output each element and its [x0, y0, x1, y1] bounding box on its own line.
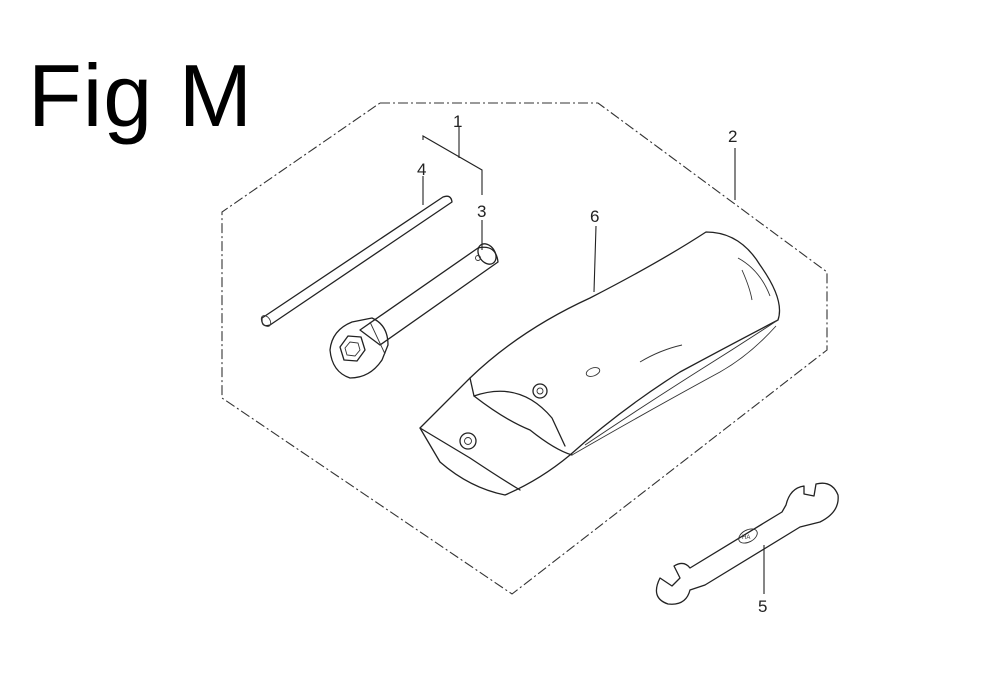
- callout-2: 2: [728, 127, 737, 146]
- kit-boundary: [221, 102, 828, 595]
- wrench-mark: HA: [742, 535, 750, 541]
- open-end-wrench-part: HA: [655, 482, 839, 605]
- tool-bag-part: [419, 231, 781, 496]
- callout-3: 3: [477, 202, 486, 221]
- callout-4: 4: [417, 160, 426, 179]
- figure-title: Fig M: [28, 46, 253, 145]
- leader-1: [422, 127, 483, 195]
- leader-6: [593, 225, 597, 293]
- callout-6: 6: [590, 207, 599, 226]
- spark-plug-wrench-part: [329, 243, 499, 379]
- callout-1: 1: [453, 112, 462, 131]
- handle-bar-part: [260, 195, 453, 327]
- callout-5: 5: [758, 597, 767, 616]
